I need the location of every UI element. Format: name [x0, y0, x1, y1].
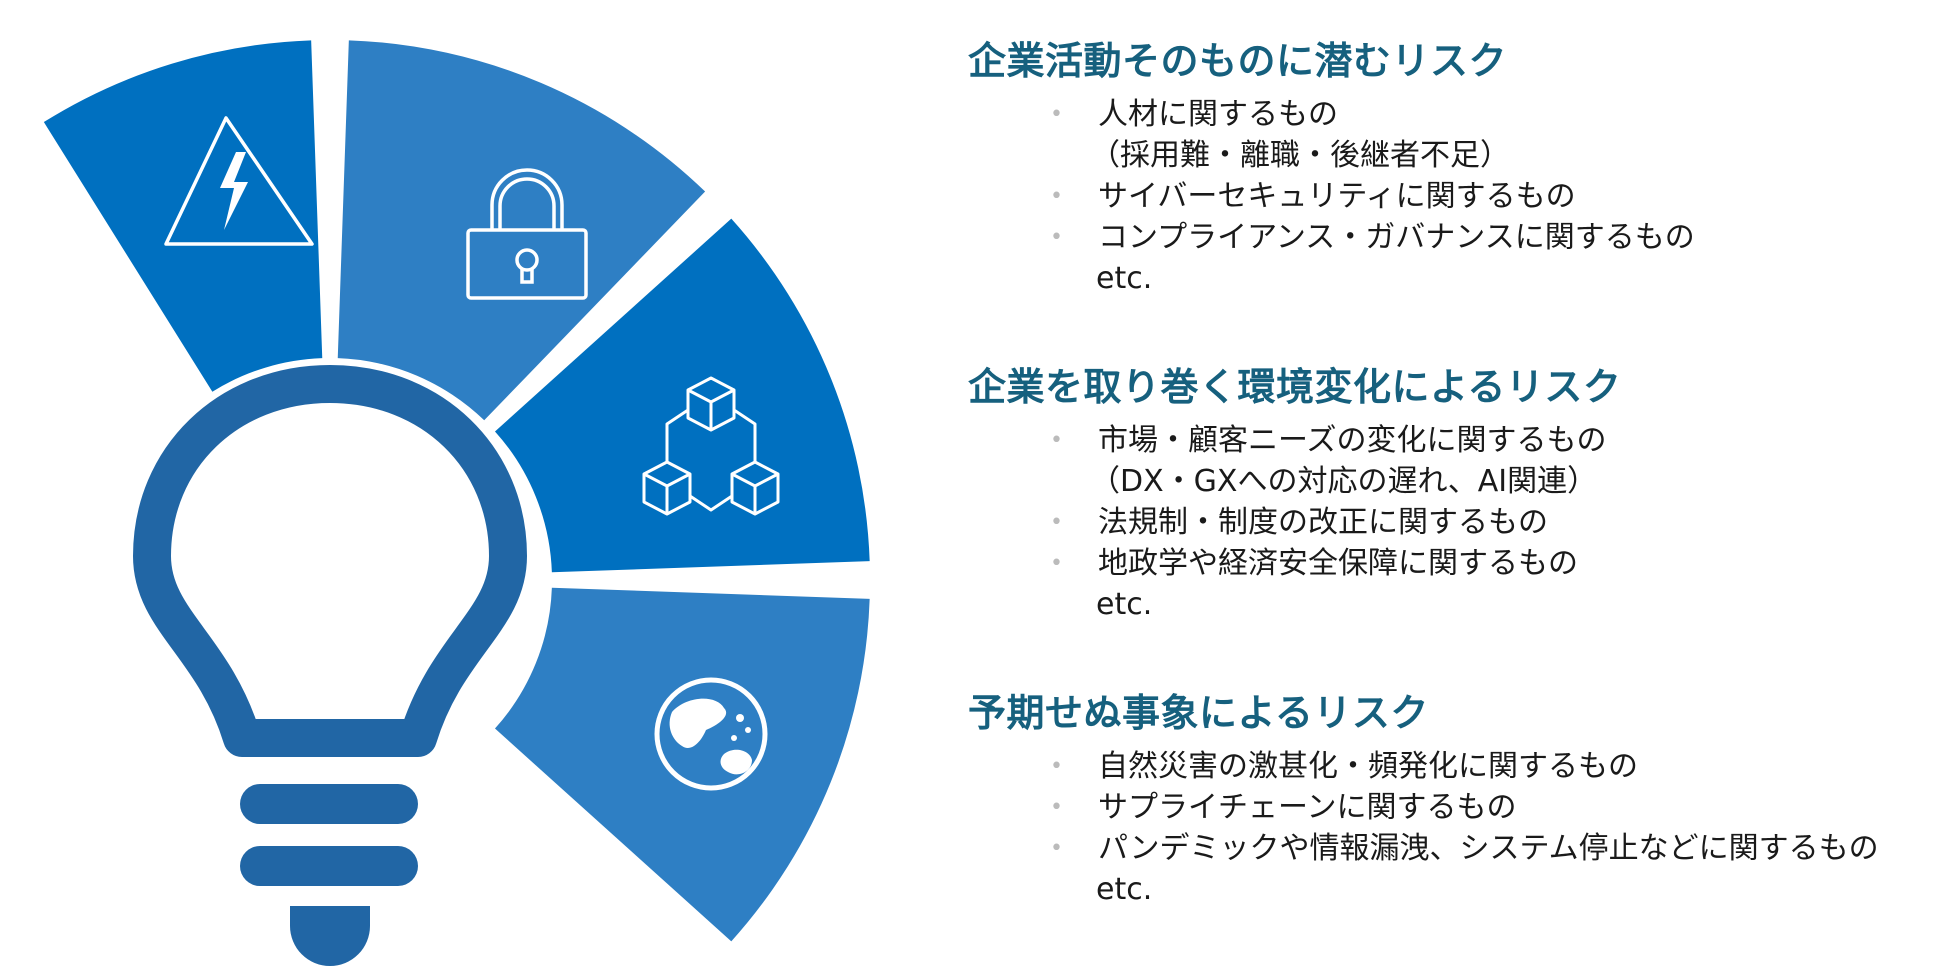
list-item-detail: （採用難・離職・後継者不足）	[1090, 138, 1510, 173]
list-item: コンプライアンス・ガバナンスに関するもの	[1050, 217, 1928, 258]
section-title: 企業を取り巻く環境変化によるリスク	[968, 365, 1622, 409]
globe-icon	[654, 677, 768, 791]
network-cubes-icon	[642, 376, 780, 516]
hazard-warning-icon	[164, 116, 314, 246]
risk-section-environment: 企業を取り巻く環境変化によるリスク 市場・顧客ニーズの変化に関するもの （DX・…	[968, 364, 1928, 625]
padlock-icon	[466, 168, 588, 300]
section-title: 予期せぬ事象によるリスク	[968, 691, 1429, 735]
segment-hazard	[43, 40, 323, 392]
etc-label: etc.	[1096, 587, 1153, 622]
risk-lightbulb-diagram	[43, 40, 870, 966]
risk-list: 自然災害の激甚化・頻発化に関するもの サプライチェーンに関するもの パンデミック…	[968, 746, 1928, 869]
bulb-tip	[290, 906, 370, 966]
list-item: パンデミックや情報漏洩、システム停止などに関するもの	[1050, 828, 1928, 869]
risk-section-unexpected: 予期せぬ事象によるリスク 自然災害の激甚化・頻発化に関するもの サプライチェーン…	[968, 690, 1928, 910]
risk-list: 人材に関するもの （採用難・離職・後継者不足） サイバーセキュリティに関するもの…	[968, 94, 1928, 258]
list-item-detail: （DX・GXへの対応の遅れ、AI関連）	[1090, 464, 1598, 499]
list-item: サイバーセキュリティに関するもの	[1050, 176, 1928, 217]
list-item: 市場・顧客ニーズの変化に関するもの	[1050, 420, 1928, 461]
lightbulb-icon	[133, 365, 527, 966]
risk-section-internal: 企業活動そのものに潜むリスク 人材に関するもの （採用難・離職・後継者不足） サ…	[968, 38, 1928, 299]
list-item: 地政学や経済安全保障に関するもの	[1050, 543, 1928, 584]
list-item: 自然災害の激甚化・頻発化に関するもの	[1050, 746, 1928, 787]
list-item: 法規制・制度の改正に関するもの	[1050, 502, 1928, 543]
list-item: 人材に関するもの	[1050, 94, 1928, 135]
segment-supply	[494, 218, 870, 573]
segment-global	[494, 587, 870, 942]
bulb-base-bar-2	[240, 846, 418, 886]
etc-label: etc.	[1096, 261, 1153, 296]
bulb-base-bar-1	[240, 784, 418, 824]
risk-list: 市場・顧客ニーズの変化に関するもの （DX・GXへの対応の遅れ、AI関連） 法規…	[968, 420, 1928, 584]
etc-label: etc.	[1096, 872, 1153, 907]
bulb-outline	[133, 365, 527, 757]
section-title: 企業活動そのものに潜むリスク	[968, 39, 1508, 83]
ring-segments	[43, 40, 870, 942]
list-item: サプライチェーンに関するもの	[1050, 787, 1928, 828]
